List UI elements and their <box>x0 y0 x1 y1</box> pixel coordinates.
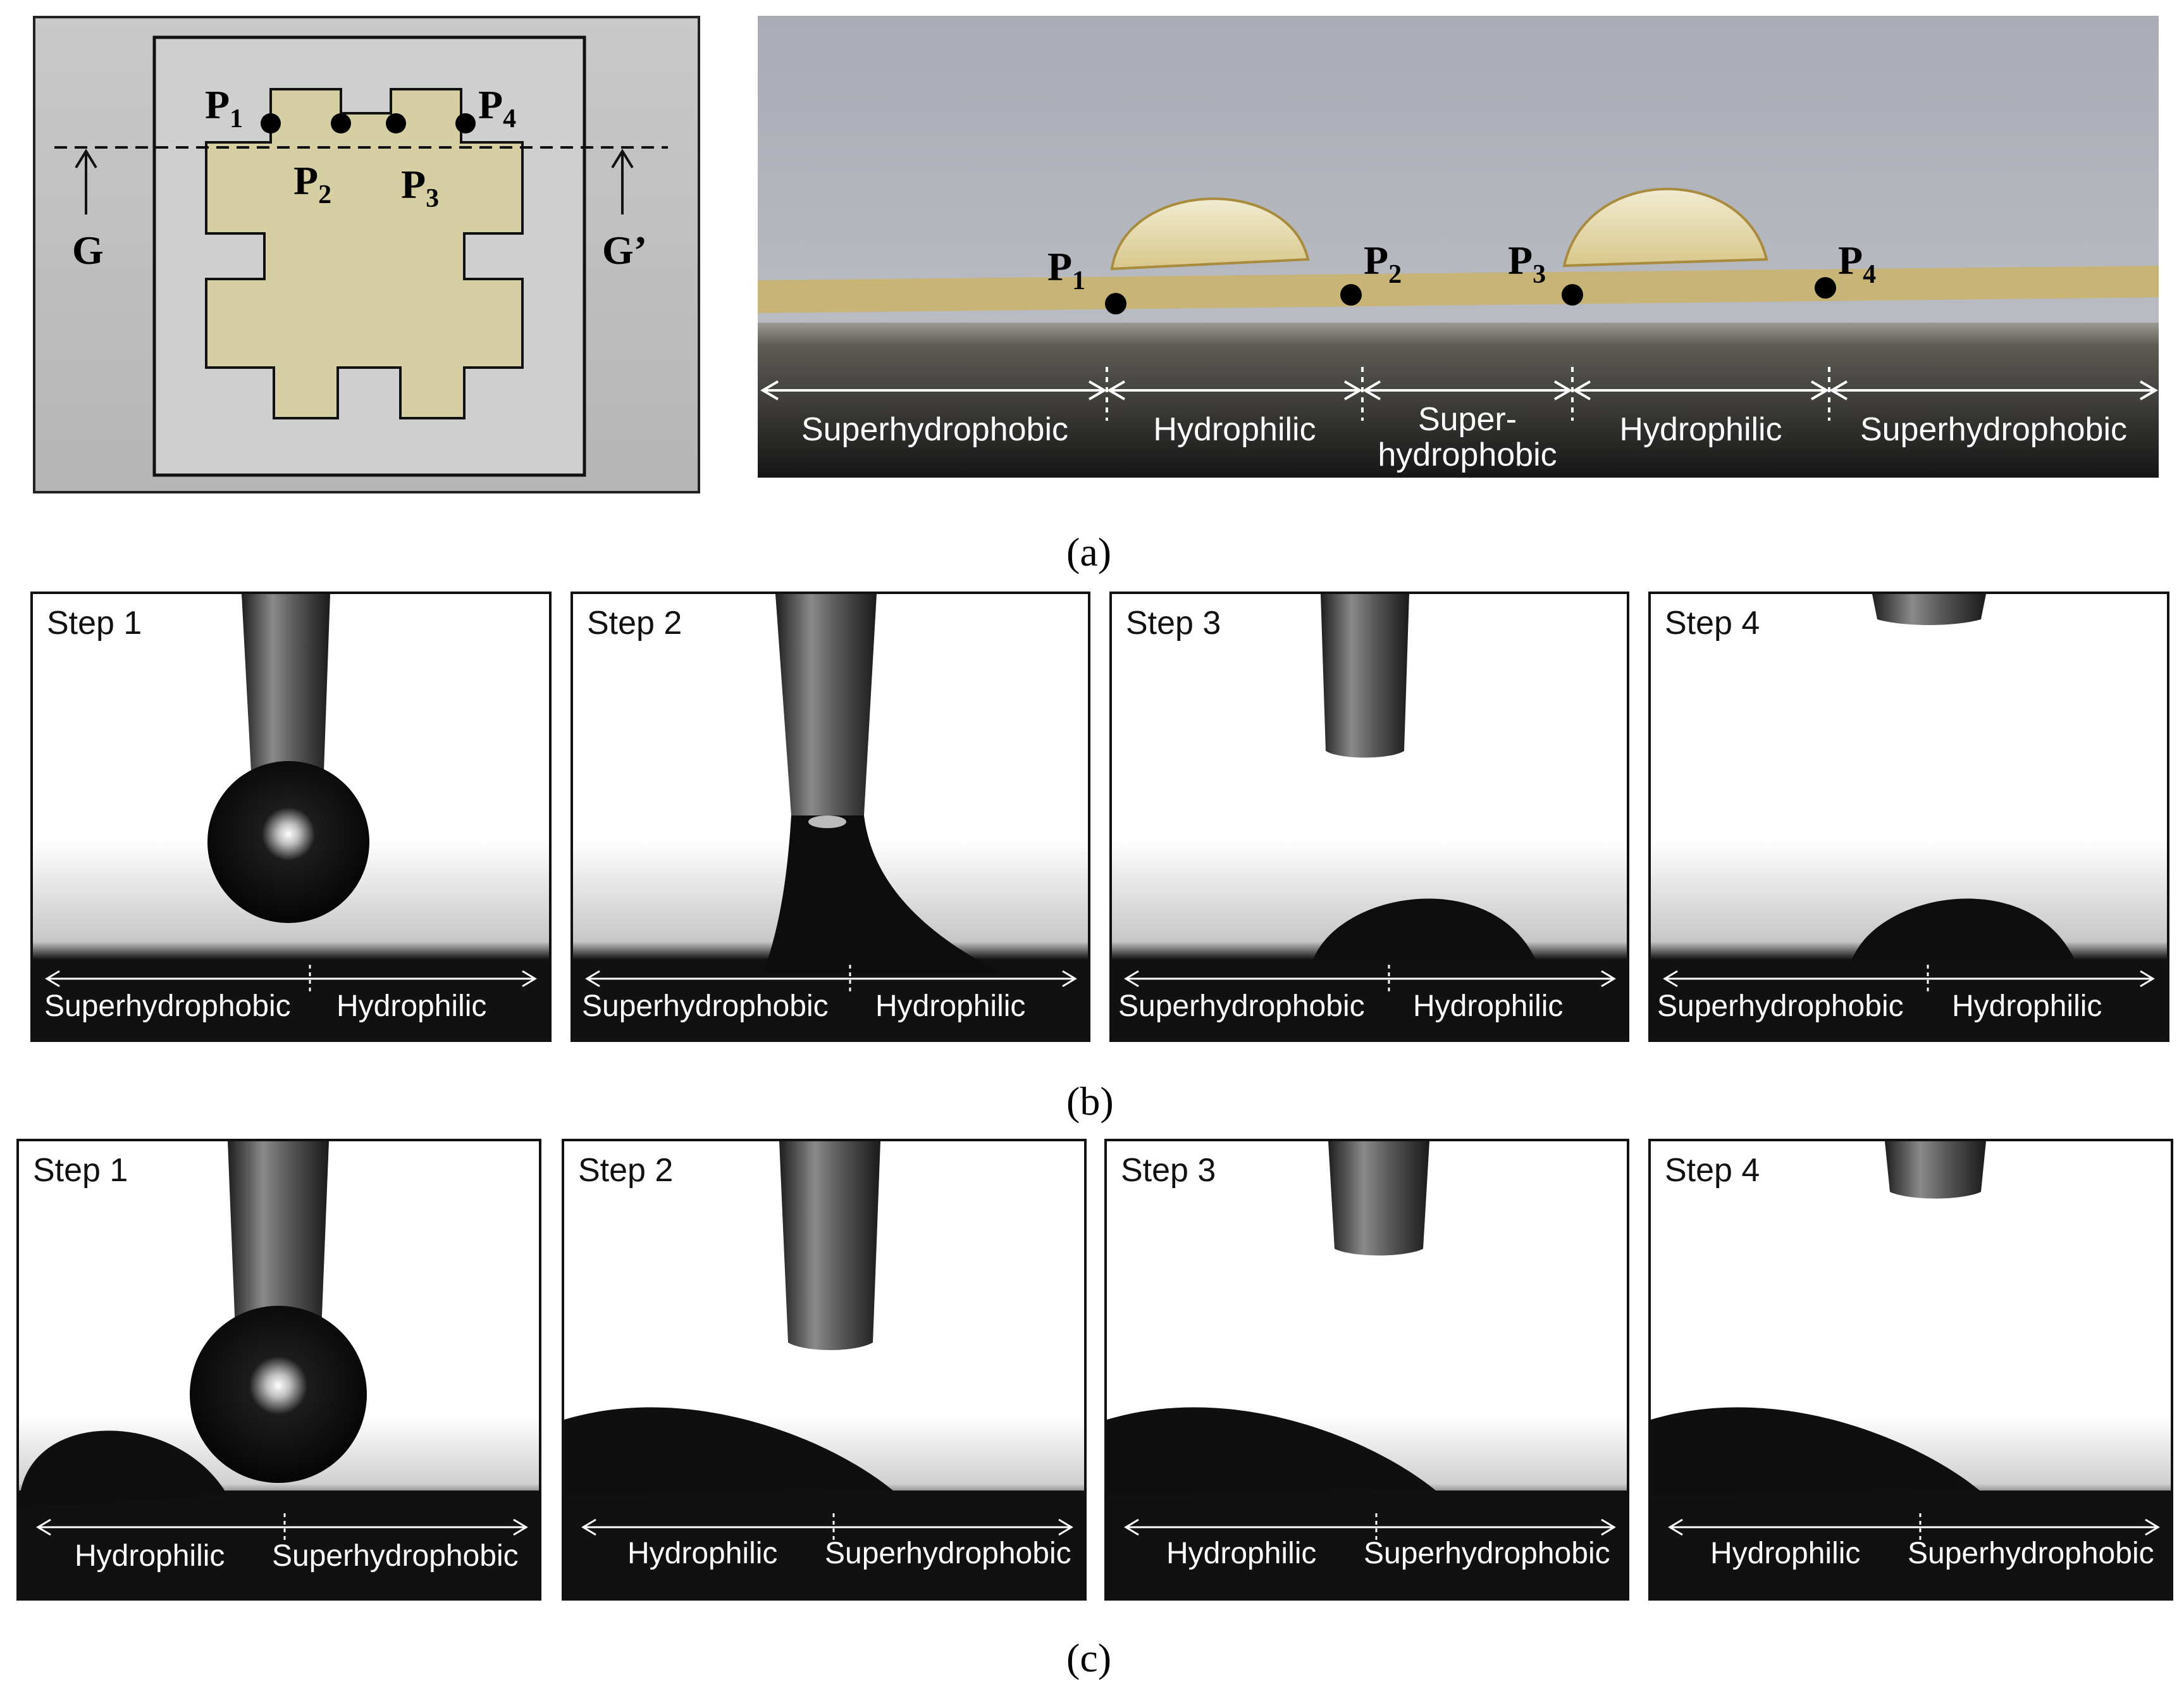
region-left: Superhydrophobic <box>1657 989 1904 1023</box>
droplet-1 <box>1110 197 1310 271</box>
top-label-P3: P3 <box>401 162 440 213</box>
region-left: Hydrophilic <box>75 1539 225 1573</box>
region-left: Superhydrophobic <box>582 989 829 1023</box>
step-label: Step 2 <box>578 1152 674 1189</box>
step-label: Step 1 <box>47 605 142 642</box>
side-label-P2: P2 <box>1364 238 1402 289</box>
frame-b-step2: Step 2 Superhydrophobic Hydrophilic <box>571 592 1090 1042</box>
frame-c-step4-image <box>1651 1141 2171 1598</box>
frame-b-step3-image <box>1112 594 1627 1039</box>
step-label: Step 3 <box>1126 605 1221 642</box>
region-right: Hydrophilic <box>875 989 1026 1023</box>
caption-c: (c) <box>1066 1635 1112 1680</box>
top-label-P4: P4 <box>478 82 517 133</box>
side-region-1: Superhydrophobic <box>801 411 1069 448</box>
point-P4 <box>455 113 476 133</box>
frame-b-step4-image <box>1651 594 2167 1039</box>
step-label: Step 4 <box>1665 605 1760 642</box>
hydrophilic-pattern-shape <box>205 88 524 419</box>
top-view-drawing <box>54 35 668 477</box>
region-right: Superhydrophobic <box>1908 1537 2154 1570</box>
region-left: Hydrophilic <box>627 1537 778 1570</box>
side-point-P3 <box>1562 284 1583 306</box>
frame-c-step3-arrows <box>1124 1513 1616 1544</box>
top-label-P1: P1 <box>205 82 244 133</box>
point-P1 <box>261 113 281 133</box>
top-view-photo: P1 P2 P3 P4 G G’ <box>33 16 700 493</box>
frame-b-step3-arrows <box>1124 965 1616 995</box>
frame-c-step3: Step 3 Hydrophilic Superhydrophobic <box>1104 1139 1629 1601</box>
frame-c-step4: Step 4 Hydrophilic Superhydrophobic <box>1648 1139 2173 1601</box>
frame-b-step2-image <box>573 594 1088 1039</box>
region-right: Superhydrophobic <box>1364 1537 1610 1570</box>
region-right: Hydrophilic <box>1413 989 1564 1023</box>
region-arrows <box>760 367 2158 421</box>
frame-c-step2-image <box>564 1141 1084 1598</box>
region-left: Hydrophilic <box>1710 1537 1861 1570</box>
frame-b-step4-arrows <box>1663 965 2155 995</box>
side-region-3: Super- hydrophobic <box>1378 401 1557 473</box>
frame-c-step4-arrows <box>1668 1513 2160 1544</box>
frame-b-step3: Step 3 Superhydrophobic Hydrophilic <box>1109 592 1629 1042</box>
region-left: Superhydrophobic <box>1118 989 1365 1023</box>
frame-c-step2-arrows <box>581 1513 1073 1544</box>
caption-b: (b) <box>1066 1079 1114 1124</box>
frame-c-step2: Step 2 Hydrophilic Superhydrophobic <box>562 1139 1087 1601</box>
frame-c-step3-image <box>1107 1141 1627 1598</box>
step-label: Step 3 <box>1121 1152 1216 1189</box>
label-G-prime: G’ <box>602 228 648 273</box>
region-right: Superhydrophobic <box>272 1539 519 1573</box>
region-right: Hydrophilic <box>336 989 487 1023</box>
droplet-2 <box>1562 187 1768 268</box>
step-label: Step 4 <box>1665 1152 1760 1189</box>
frame-b-step4: Step 4 Superhydrophobic Hydrophilic <box>1648 592 2169 1042</box>
side-point-P1 <box>1105 293 1126 314</box>
label-G: G <box>72 228 104 273</box>
region-left: Hydrophilic <box>1166 1537 1317 1570</box>
side-view-photo: P1 P2 P3 P4 Superhydrophobic Hydrophilic… <box>758 16 2159 478</box>
side-view-drawing <box>758 16 2159 478</box>
region-right: Superhydrophobic <box>825 1537 1071 1570</box>
frame-c-step1-arrows <box>36 1513 528 1544</box>
side-label-P1: P1 <box>1047 244 1086 295</box>
frame-b-step1: Step 1 Superhydrophobic Hydrophilic <box>30 592 552 1042</box>
caption-a: (a) <box>1066 530 1112 574</box>
frame-c-step1-image <box>19 1141 539 1598</box>
region-right: Hydrophilic <box>1952 989 2102 1023</box>
side-label-P3: P3 <box>1508 238 1546 289</box>
top-label-P2: P2 <box>293 158 332 209</box>
side-point-P2 <box>1340 284 1362 306</box>
step-label: Step 1 <box>33 1152 128 1189</box>
point-P2 <box>331 113 351 133</box>
frame-b-step1-arrows <box>45 965 537 995</box>
step-label: Step 2 <box>587 605 682 642</box>
side-label-P4: P4 <box>1838 238 1877 289</box>
substrate <box>758 323 2159 478</box>
point-P3 <box>386 113 406 133</box>
frame-b-step1-image <box>33 594 549 1039</box>
side-region-4: Hydrophilic <box>1619 411 1782 448</box>
side-region-2: Hydrophilic <box>1153 411 1316 448</box>
frame-c-step1: Step 1 Hydrophilic Superhydrophobic <box>16 1139 541 1601</box>
side-region-5: Superhydrophobic <box>1860 411 2128 448</box>
region-left: Superhydrophobic <box>44 989 291 1023</box>
side-point-P4 <box>1815 277 1836 299</box>
frame-b-step2-arrows <box>585 965 1077 995</box>
